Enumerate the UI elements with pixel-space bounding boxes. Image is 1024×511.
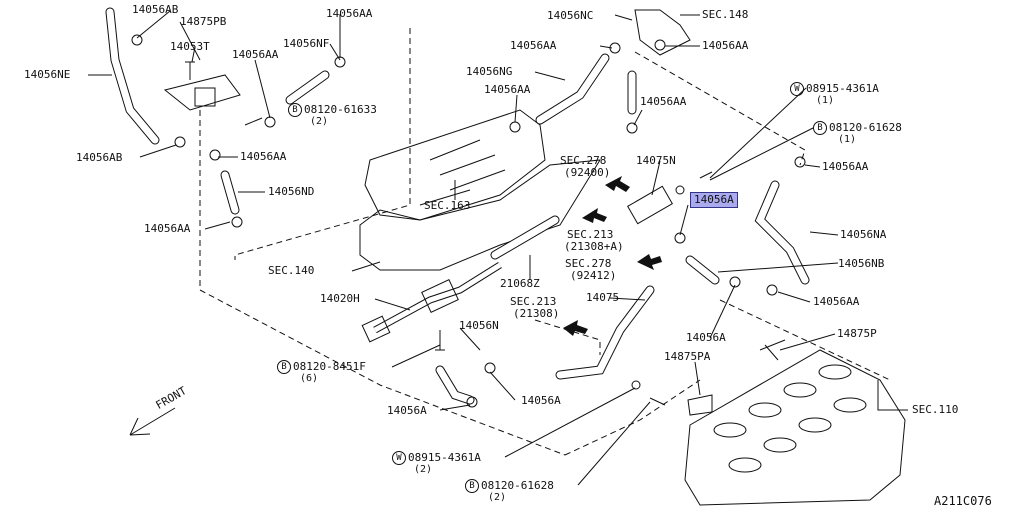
intake-manifold	[359, 159, 601, 271]
label-14056A-left[interactable]: 14056A	[387, 404, 427, 417]
thermostat-housing	[421, 279, 459, 313]
label-14056AA-g[interactable]: 14056AA	[240, 150, 287, 163]
label-sec140[interactable]: SEC.140	[268, 264, 315, 277]
label-14056A-highlighted[interactable]: 14056A	[690, 192, 738, 208]
label-14056AA-j[interactable]: 14056AA	[813, 295, 860, 308]
label-14056N[interactable]: 14056N	[459, 319, 499, 332]
label-14056AB-left[interactable]: 14056AB	[76, 151, 123, 164]
label-b-08120-61628-bot-qty: (2)	[488, 492, 507, 503]
sensor-14875PA	[687, 394, 713, 416]
label-14056AB-top[interactable]: 14056AB	[132, 3, 179, 16]
label-14056NE[interactable]: 14056NE	[24, 68, 71, 81]
diagram-code: A211C076	[934, 494, 992, 508]
engine-cover	[364, 109, 546, 221]
label-b-08120-8451F-qty: (6)	[300, 373, 319, 384]
hose-clamps	[131, 34, 806, 408]
sensor-14875P	[759, 339, 786, 361]
dashed-boundary	[199, 28, 891, 456]
bolts	[185, 61, 713, 406]
bracket-sec148	[634, 9, 691, 56]
label-14875P[interactable]: 14875P	[837, 327, 877, 340]
label-14056AA-c[interactable]: 14056AA	[510, 39, 557, 52]
label-sec148[interactable]: SEC.148	[702, 8, 749, 21]
label-sec213-top[interactable]: SEC.213	[567, 228, 614, 241]
label-sec213-top-sub: (21308+A)	[564, 240, 624, 253]
label-b-08120-61628-top-qty: (1)	[838, 134, 857, 145]
label-14056AA-d[interactable]: 14056AA	[702, 39, 749, 52]
leader-lines	[88, 10, 908, 486]
label-14056NF[interactable]: 14056NF	[283, 37, 330, 50]
valve-14075N	[626, 185, 674, 225]
label-14056AA-b[interactable]: 14056AA	[326, 7, 373, 20]
label-14056A-low[interactable]: 14056A	[521, 394, 561, 407]
label-w-08915-bot-qty: (2)	[414, 464, 433, 475]
label-sec278-mid[interactable]: SEC.278	[565, 257, 612, 270]
label-14075N[interactable]: 14075N	[636, 154, 676, 167]
label-sec163[interactable]: SEC.163	[424, 199, 471, 212]
label-sec213-mid-sub: (21308)	[513, 307, 560, 320]
label-sec213-mid[interactable]: SEC.213	[510, 295, 557, 308]
label-sec110[interactable]: SEC.110	[912, 403, 959, 416]
label-14875PA[interactable]: 14875PA	[664, 350, 711, 363]
bolt-prefix-icon: B	[277, 360, 291, 374]
label-sec278-top-sub: (92400)	[564, 166, 611, 179]
label-14020H[interactable]: 14020H	[320, 292, 360, 305]
bolt-prefix-icon: B	[465, 479, 479, 493]
label-14056AA-f[interactable]: 14056AA	[640, 95, 687, 108]
label-w-08915-top-qty: (1)	[816, 95, 835, 106]
label-b-08120-61633-qty: (2)	[310, 116, 329, 127]
bolt-prefix-icon: B	[288, 103, 302, 117]
front-arrow	[129, 407, 176, 436]
bracket-14053T	[163, 74, 241, 111]
bolt-prefix-icon: B	[813, 121, 827, 135]
label-14056NC[interactable]: 14056NC	[547, 9, 594, 22]
label-21068Z[interactable]: 21068Z	[500, 277, 540, 290]
valve-14875PB	[194, 87, 216, 107]
cylinder-bores	[713, 364, 867, 473]
label-14056AA-a[interactable]: 14056AA	[232, 48, 279, 61]
manifold-runners	[419, 139, 506, 206]
label-14056AA-i[interactable]: 14056AA	[144, 222, 191, 235]
direction-arrows	[563, 176, 662, 336]
flange-14020H	[361, 315, 391, 343]
label-14875PB[interactable]: 14875PB	[180, 15, 227, 28]
label-sec278-top[interactable]: SEC.278	[560, 154, 607, 167]
label-14056NA[interactable]: 14056NA	[840, 228, 887, 241]
label-14056NB[interactable]: 14056NB	[838, 257, 885, 270]
label-14053T[interactable]: 14053T	[170, 40, 210, 53]
label-14075[interactable]: 14075	[586, 291, 620, 304]
washer-prefix-icon: W	[392, 451, 406, 465]
label-14056NG[interactable]: 14056NG	[466, 65, 513, 78]
label-14056AA-h[interactable]: 14056AA	[822, 160, 869, 173]
washer-prefix-icon: W	[790, 82, 804, 96]
label-sec278-mid-sub: (92412)	[570, 269, 617, 282]
label-14056AA-e[interactable]: 14056AA	[484, 83, 531, 96]
label-14056ND[interactable]: 14056ND	[268, 185, 315, 198]
cylinder-block	[684, 349, 906, 506]
label-14056A-mid[interactable]: 14056A	[686, 331, 726, 344]
